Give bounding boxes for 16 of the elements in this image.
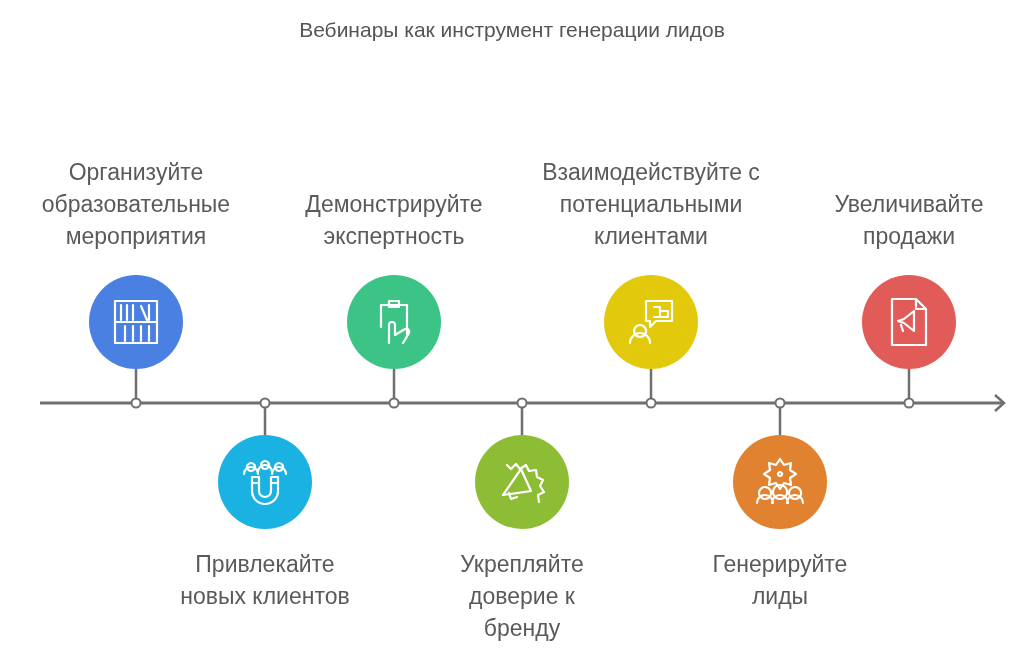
step-label: Взаимодействуйте с потенциальными клиентами bbox=[541, 158, 761, 251]
step-label: Организуйте образовательные мероприятия bbox=[40, 158, 232, 251]
step-label: Демонстрируйте экспертность bbox=[304, 190, 484, 251]
title: Вебинары как инструмент генерации лидов bbox=[299, 18, 725, 42]
connector-line bbox=[516, 397, 528, 435]
step-label: Укрепляйте доверие к бренду bbox=[459, 550, 585, 643]
step-label: Увеличивайте продажи bbox=[833, 190, 985, 251]
step-label: Генерируйте лиды bbox=[711, 550, 849, 611]
connector-line bbox=[774, 397, 786, 435]
connector-line bbox=[130, 369, 142, 409]
connector-line bbox=[388, 369, 400, 409]
connector-line bbox=[903, 369, 915, 409]
step-label: Привлекайте новых клиентов bbox=[180, 550, 350, 611]
timeline-axis bbox=[40, 394, 1006, 412]
connector-line bbox=[259, 397, 271, 435]
connector-line bbox=[645, 369, 657, 409]
